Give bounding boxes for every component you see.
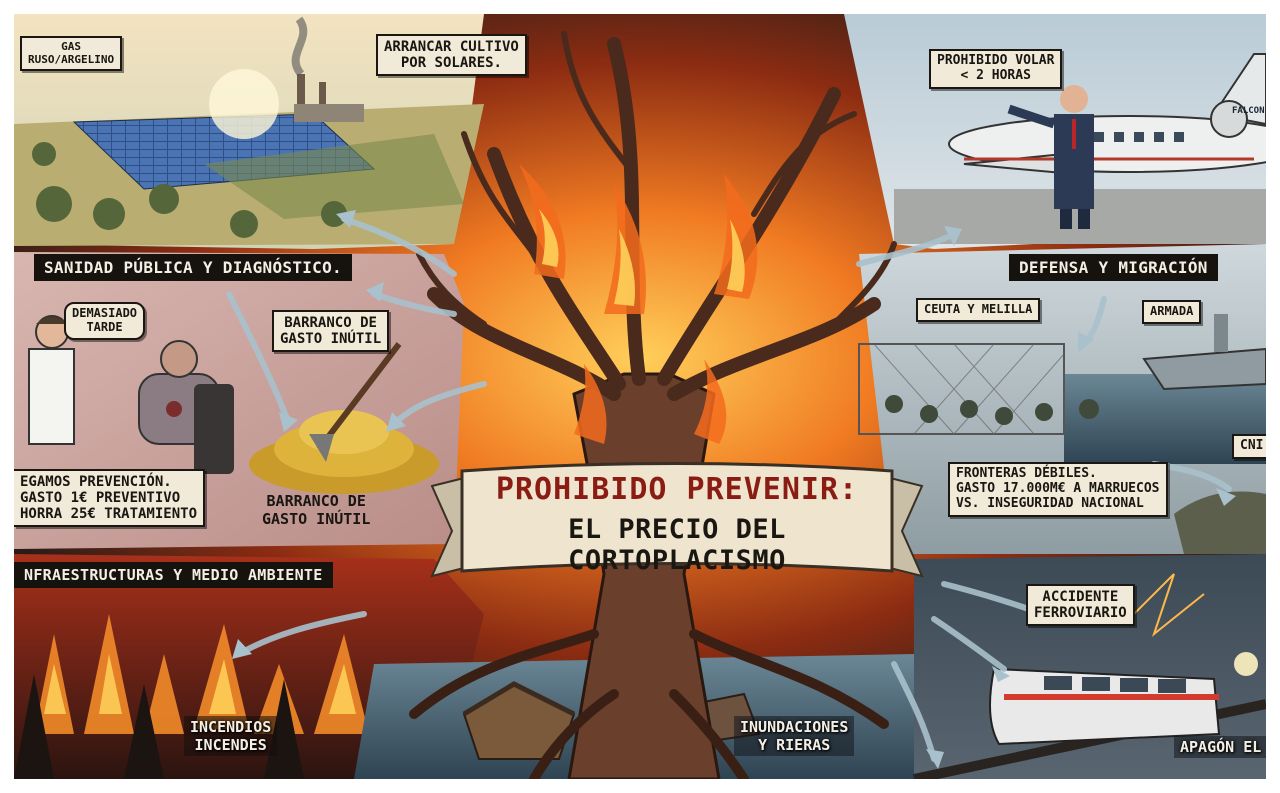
train — [989, 652, 1258, 746]
defense-header: DEFENSA Y MIGRACIÓN — [1009, 254, 1218, 281]
coin-pile — [249, 342, 439, 494]
ceuta-label: CEUTA Y MELILLA — [916, 298, 1041, 322]
armada-label: ARMADA — [1142, 300, 1202, 324]
banner-title-line1: PROHIBIDO PREVENIR: — [495, 472, 859, 507]
health-header: SANIDAD PÚBLICA Y DIAGNÓSTICO. — [34, 254, 352, 281]
borders-text: FRONTERAS DÉBILES.GASTO 17.000M€ A MARRU… — [948, 462, 1168, 517]
blackout-label: APAGÓN EL — [1174, 736, 1266, 758]
infra-header: NFRAESTRUCTURAS Y MEDIO AMBIENTE — [14, 562, 333, 588]
plane-text: FALCON — [1232, 106, 1265, 116]
cni-label: CNI — [1232, 434, 1266, 459]
jet — [948, 53, 1266, 176]
politician — [1007, 85, 1094, 229]
patient — [138, 340, 234, 474]
banner-title-line2: EL PRECIO DEL CORTOPLACISMO — [568, 514, 786, 576]
title-banner: PROHIBIDO PREVENIR: EL PRECIO DEL CORTOP… — [442, 466, 912, 586]
flight-sign: PROHIBIDO VOLAR< 2 HORAS — [929, 49, 1063, 89]
illustration-scene — [14, 14, 1266, 779]
